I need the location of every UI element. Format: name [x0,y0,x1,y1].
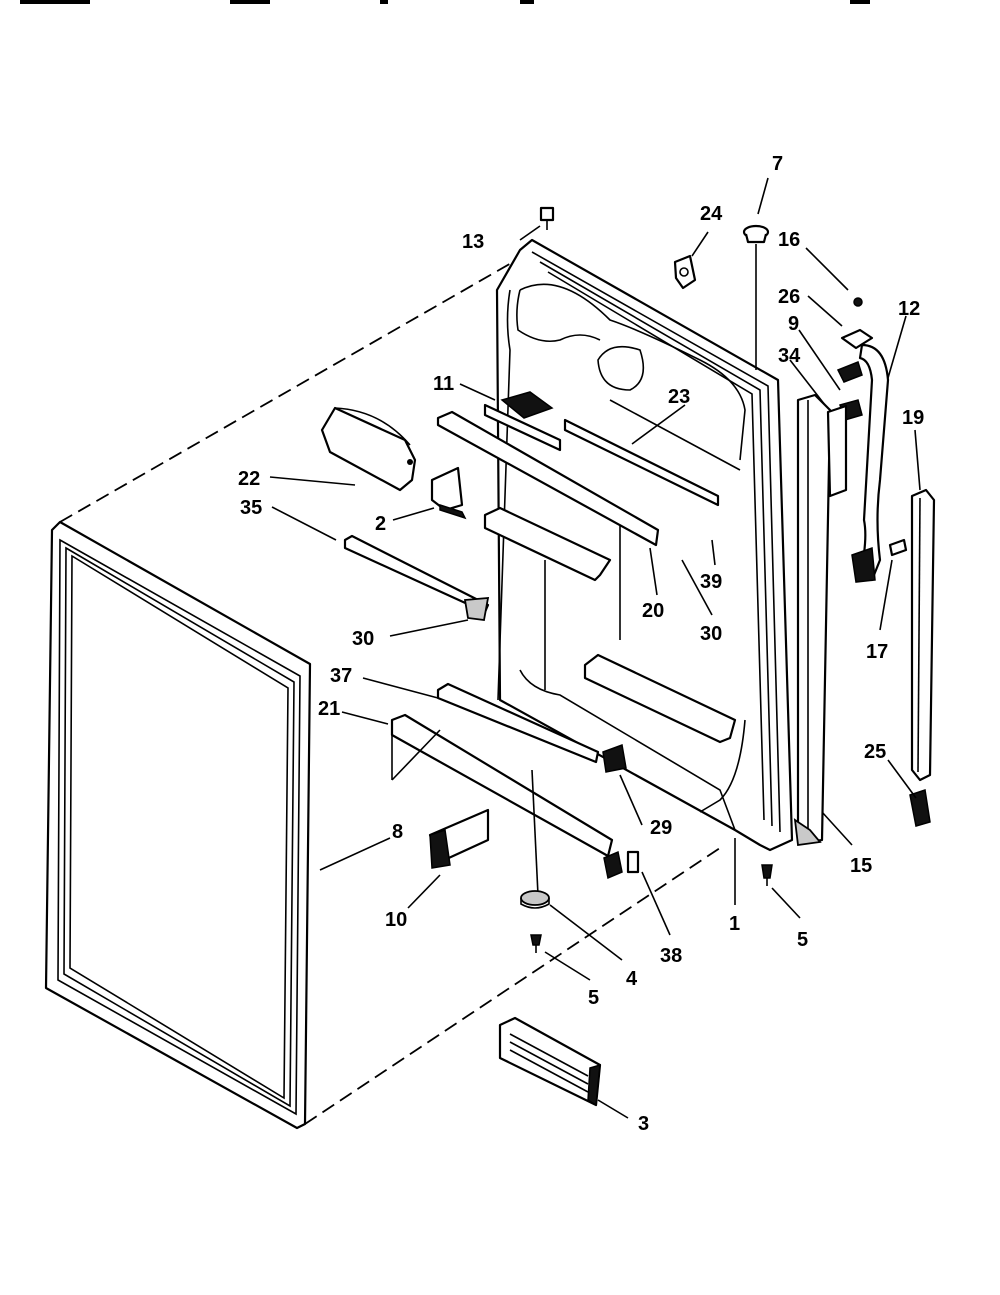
grille-3 [498,1016,602,1107]
callout-24: 24 [700,203,723,225]
scan-edge-marks [20,0,870,4]
callout-9: 9 [788,313,799,335]
screw-13 [539,206,555,230]
light-shield-22 [320,406,417,492]
callout-20: 20 [642,600,664,622]
callout-10: 10 [385,909,407,931]
callout-30-right: 30 [700,623,722,645]
callout-23: 23 [668,386,690,408]
callout-11: 11 [433,373,454,395]
callout-39: 39 [700,571,722,593]
upper-rails [436,391,720,547]
cabinet-outline-dashed [59,257,721,1125]
callout-3: 3 [638,1113,649,1135]
bracket-2 [430,466,467,520]
callout-labels: 13 24 7 16 26 12 9 34 19 11 23 22 35 2 3… [238,153,924,1135]
callout-5-right: 5 [797,929,808,951]
shelf-rail-35 [343,534,490,621]
callout-38: 38 [660,945,682,967]
lower-rails [390,682,623,880]
plug-7 [742,224,770,370]
callout-25: 25 [864,741,886,763]
callout-8: 8 [392,821,403,843]
screw-5-right [761,864,773,886]
handle-assembly [836,297,908,583]
callout-22: 22 [238,468,260,490]
callout-29: 29 [650,817,672,839]
bracket-10 [428,808,490,869]
callout-5-bottom: 5 [588,987,599,1009]
callout-19: 19 [902,407,924,429]
callout-21: 21 [318,698,340,720]
callout-35: 35 [240,497,262,519]
trim-34-15 [793,393,848,847]
callout-26: 26 [778,286,800,308]
callout-37: 37 [330,665,352,687]
callout-34: 34 [778,345,801,367]
screw-5-bottom [530,934,542,953]
callout-13: 13 [462,231,484,253]
cap-24 [673,254,697,290]
callout-15: 15 [850,855,872,877]
callout-1: 1 [729,913,740,935]
cap-25 [909,789,931,827]
leader-lines [269,177,921,1119]
cabinet-liner [483,238,794,852]
callout-16: 16 [778,229,800,251]
callout-4: 4 [626,968,638,990]
clip-38 [626,850,640,874]
callout-30-left: 30 [352,628,374,650]
callout-7: 7 [772,153,783,175]
door-panel [44,520,312,1130]
trim-19 [910,488,936,782]
callout-17: 17 [866,641,888,663]
hinge-pin-4 [520,769,550,909]
callout-12: 12 [898,298,920,320]
callout-2: 2 [375,513,386,535]
bracket-29 [602,743,627,773]
